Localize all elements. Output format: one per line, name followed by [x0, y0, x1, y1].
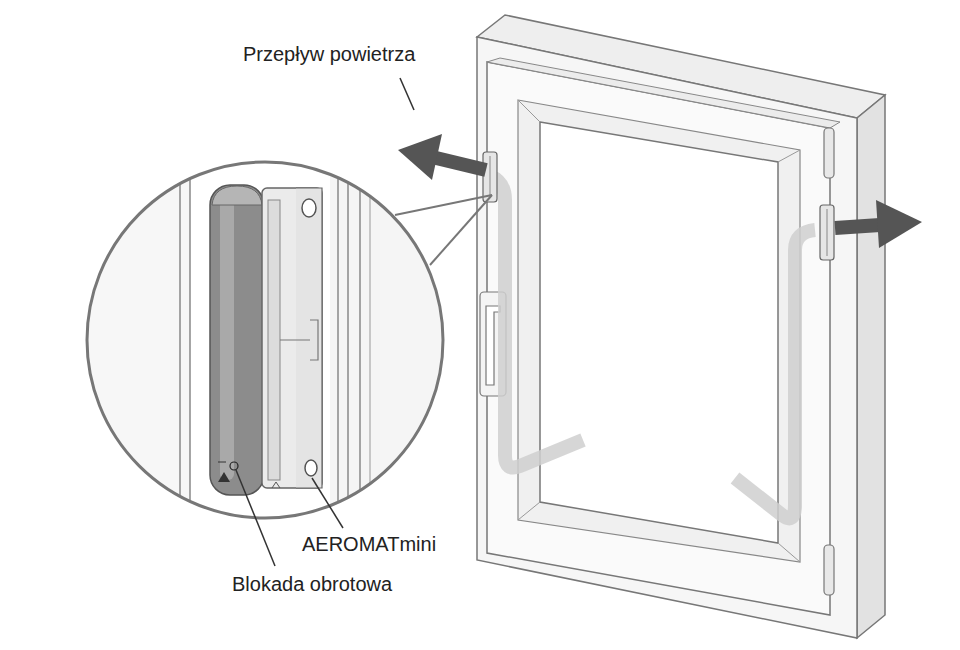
arrow-head	[398, 134, 442, 180]
zoom-detail	[80, 150, 450, 530]
arrow-head	[876, 200, 922, 248]
part-label: Blokada obrotowa	[230, 572, 394, 596]
callout-label: Przepływ powietrza	[241, 42, 417, 66]
leader-line	[400, 78, 414, 110]
leader-line	[312, 478, 343, 528]
callout-pointer	[430, 195, 492, 265]
window-sash	[487, 62, 830, 615]
part-label: AEROMATmini	[300, 532, 438, 556]
hinge	[824, 545, 834, 595]
airflow-path	[735, 230, 815, 518]
airflow-path	[490, 176, 583, 468]
hinge	[824, 128, 834, 178]
zoom-circle	[87, 162, 443, 518]
frame-side	[857, 95, 885, 638]
ventilator	[820, 205, 834, 260]
airflow-arrow	[835, 225, 880, 228]
window-frame	[477, 37, 857, 638]
handle-lever	[486, 306, 500, 385]
airflow-arrow	[432, 157, 486, 170]
leader-line	[236, 470, 275, 566]
